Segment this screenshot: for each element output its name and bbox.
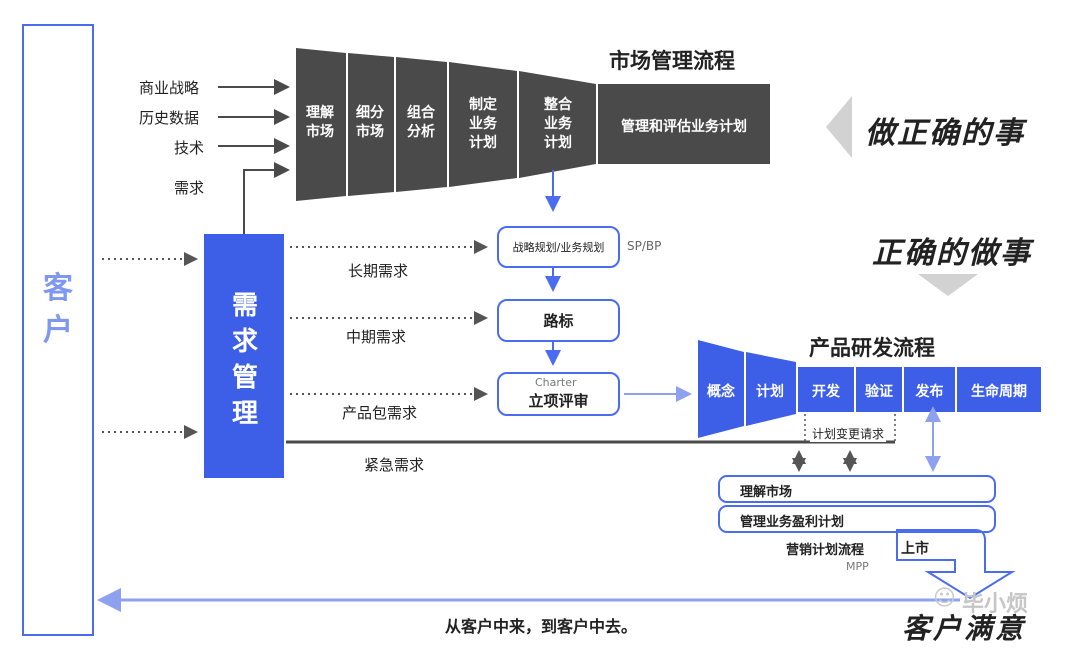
understand-market-bar: 理解市场 [718, 475, 996, 503]
customer-box [22, 24, 94, 636]
input-arrows [218, 79, 290, 234]
customer-label: 客户 [43, 271, 73, 348]
product-process-title: 产品研发流程 [809, 336, 935, 360]
input-technology: 技术 [174, 139, 205, 157]
demand-management-box [204, 234, 284, 478]
left-chevron-icon [826, 96, 852, 158]
charter-tag: Charter [535, 376, 577, 389]
product-step-verify: 验证 [865, 384, 893, 400]
product-step-develop: 开发 [812, 384, 840, 400]
roadmap-label: 路标 [543, 312, 574, 330]
watermark-text: 毕小烦 [962, 592, 1029, 617]
demand-long-term: 长期需求 [348, 262, 409, 280]
launch-label: 上市 [901, 541, 929, 557]
input-history-data: 历史数据 [139, 109, 200, 127]
product-step-concept: 概念 [707, 384, 735, 400]
market-process-title: 市场管理流程 [609, 49, 735, 73]
demand-management-label: 需求管理 [231, 291, 258, 429]
profit-plan-bar: 管理业务盈利计划 [718, 505, 996, 533]
market-step-make-plan: 制定业务计划 [469, 97, 497, 151]
demand-package: 产品包需求 [342, 404, 418, 422]
strategy-plan-box: 战略规划/业务规划 [497, 226, 620, 268]
demand-urgent: 紧急需求 [364, 456, 425, 474]
charter-label: 立项评审 [528, 391, 589, 410]
slogan-do-right-things: 做正确的事 [865, 116, 1025, 151]
product-step-lifecycle: 生命周期 [971, 384, 1027, 400]
watermark-icon: ☺ [933, 586, 956, 611]
slogan-do-things-right: 正确的做事 [872, 236, 1032, 271]
understand-market-label: 理解市场 [740, 485, 793, 500]
market-step-portfolio: 组合分析 [407, 105, 435, 140]
mpp-label: 营销计划流程 [786, 543, 865, 558]
profit-plan-label: 管理业务盈利计划 [740, 515, 845, 530]
market-step-manage-plan: 管理和评估业务计划 [621, 119, 747, 135]
demand-mid-term: 中期需求 [346, 328, 407, 346]
input-demand: 需求 [174, 179, 205, 197]
product-step-release: 发布 [915, 384, 944, 400]
market-step-segment: 细分市场 [356, 105, 384, 140]
customer-satisfaction: 客户满意 [902, 612, 1027, 645]
change-request-label: 计划变更请求 [810, 425, 887, 442]
strategy-plan-label: 战略规划/业务规划 [512, 241, 605, 254]
market-step-understand: 理解市场 [306, 105, 334, 140]
down-chevron-icon [918, 274, 978, 296]
input-business-strategy: 商业战略 [139, 79, 200, 97]
product-step-plan: 计划 [756, 384, 784, 400]
product-funnel [698, 340, 1041, 438]
mpp-tag: MPP [846, 560, 869, 573]
launch-arrow [896, 529, 1016, 600]
charter-box: 立项评审 [497, 372, 620, 416]
roadmap-box: 路标 [497, 299, 620, 342]
footer-slogan: 从客户中来，到客户中去。 [445, 617, 638, 636]
market-funnel [296, 48, 770, 201]
market-step-integrate-plan: 整合业务计划 [544, 97, 572, 151]
sp-bp-tag: SP/BP [627, 239, 662, 253]
